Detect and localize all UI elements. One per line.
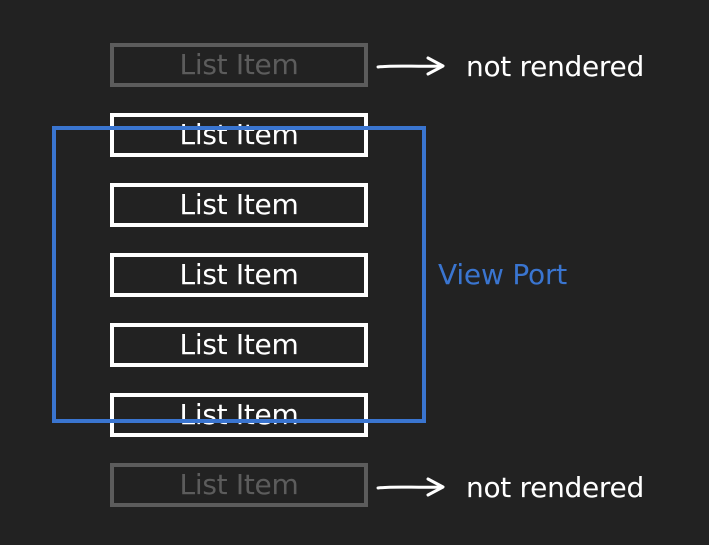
list-item-label: List Item xyxy=(179,48,299,81)
not-rendered-note-bottom: not rendered xyxy=(466,471,644,504)
list-item-rendered-5: List Item xyxy=(110,393,368,437)
right-arrow-icon xyxy=(376,56,445,76)
list-item-rendered-2: List Item xyxy=(110,183,368,227)
not-rendered-note-top: not rendered xyxy=(466,50,644,83)
list-item-not-rendered-bottom: List Item xyxy=(110,463,368,507)
list-item-rendered-1: List Item xyxy=(110,113,368,157)
list-item-label: List Item xyxy=(179,258,299,291)
list-item-label: List Item xyxy=(179,398,299,431)
viewport-label: View Port xyxy=(438,258,568,291)
list-item-rendered-3: List Item xyxy=(110,253,368,297)
list-item-rendered-4: List Item xyxy=(110,323,368,367)
list-item-not-rendered-top: List Item xyxy=(110,43,368,87)
right-arrow-icon xyxy=(376,477,445,497)
list-item-label: List Item xyxy=(179,468,299,501)
list-item-label: List Item xyxy=(179,118,299,151)
list-item-label: List Item xyxy=(179,188,299,221)
list-item-label: List Item xyxy=(179,328,299,361)
